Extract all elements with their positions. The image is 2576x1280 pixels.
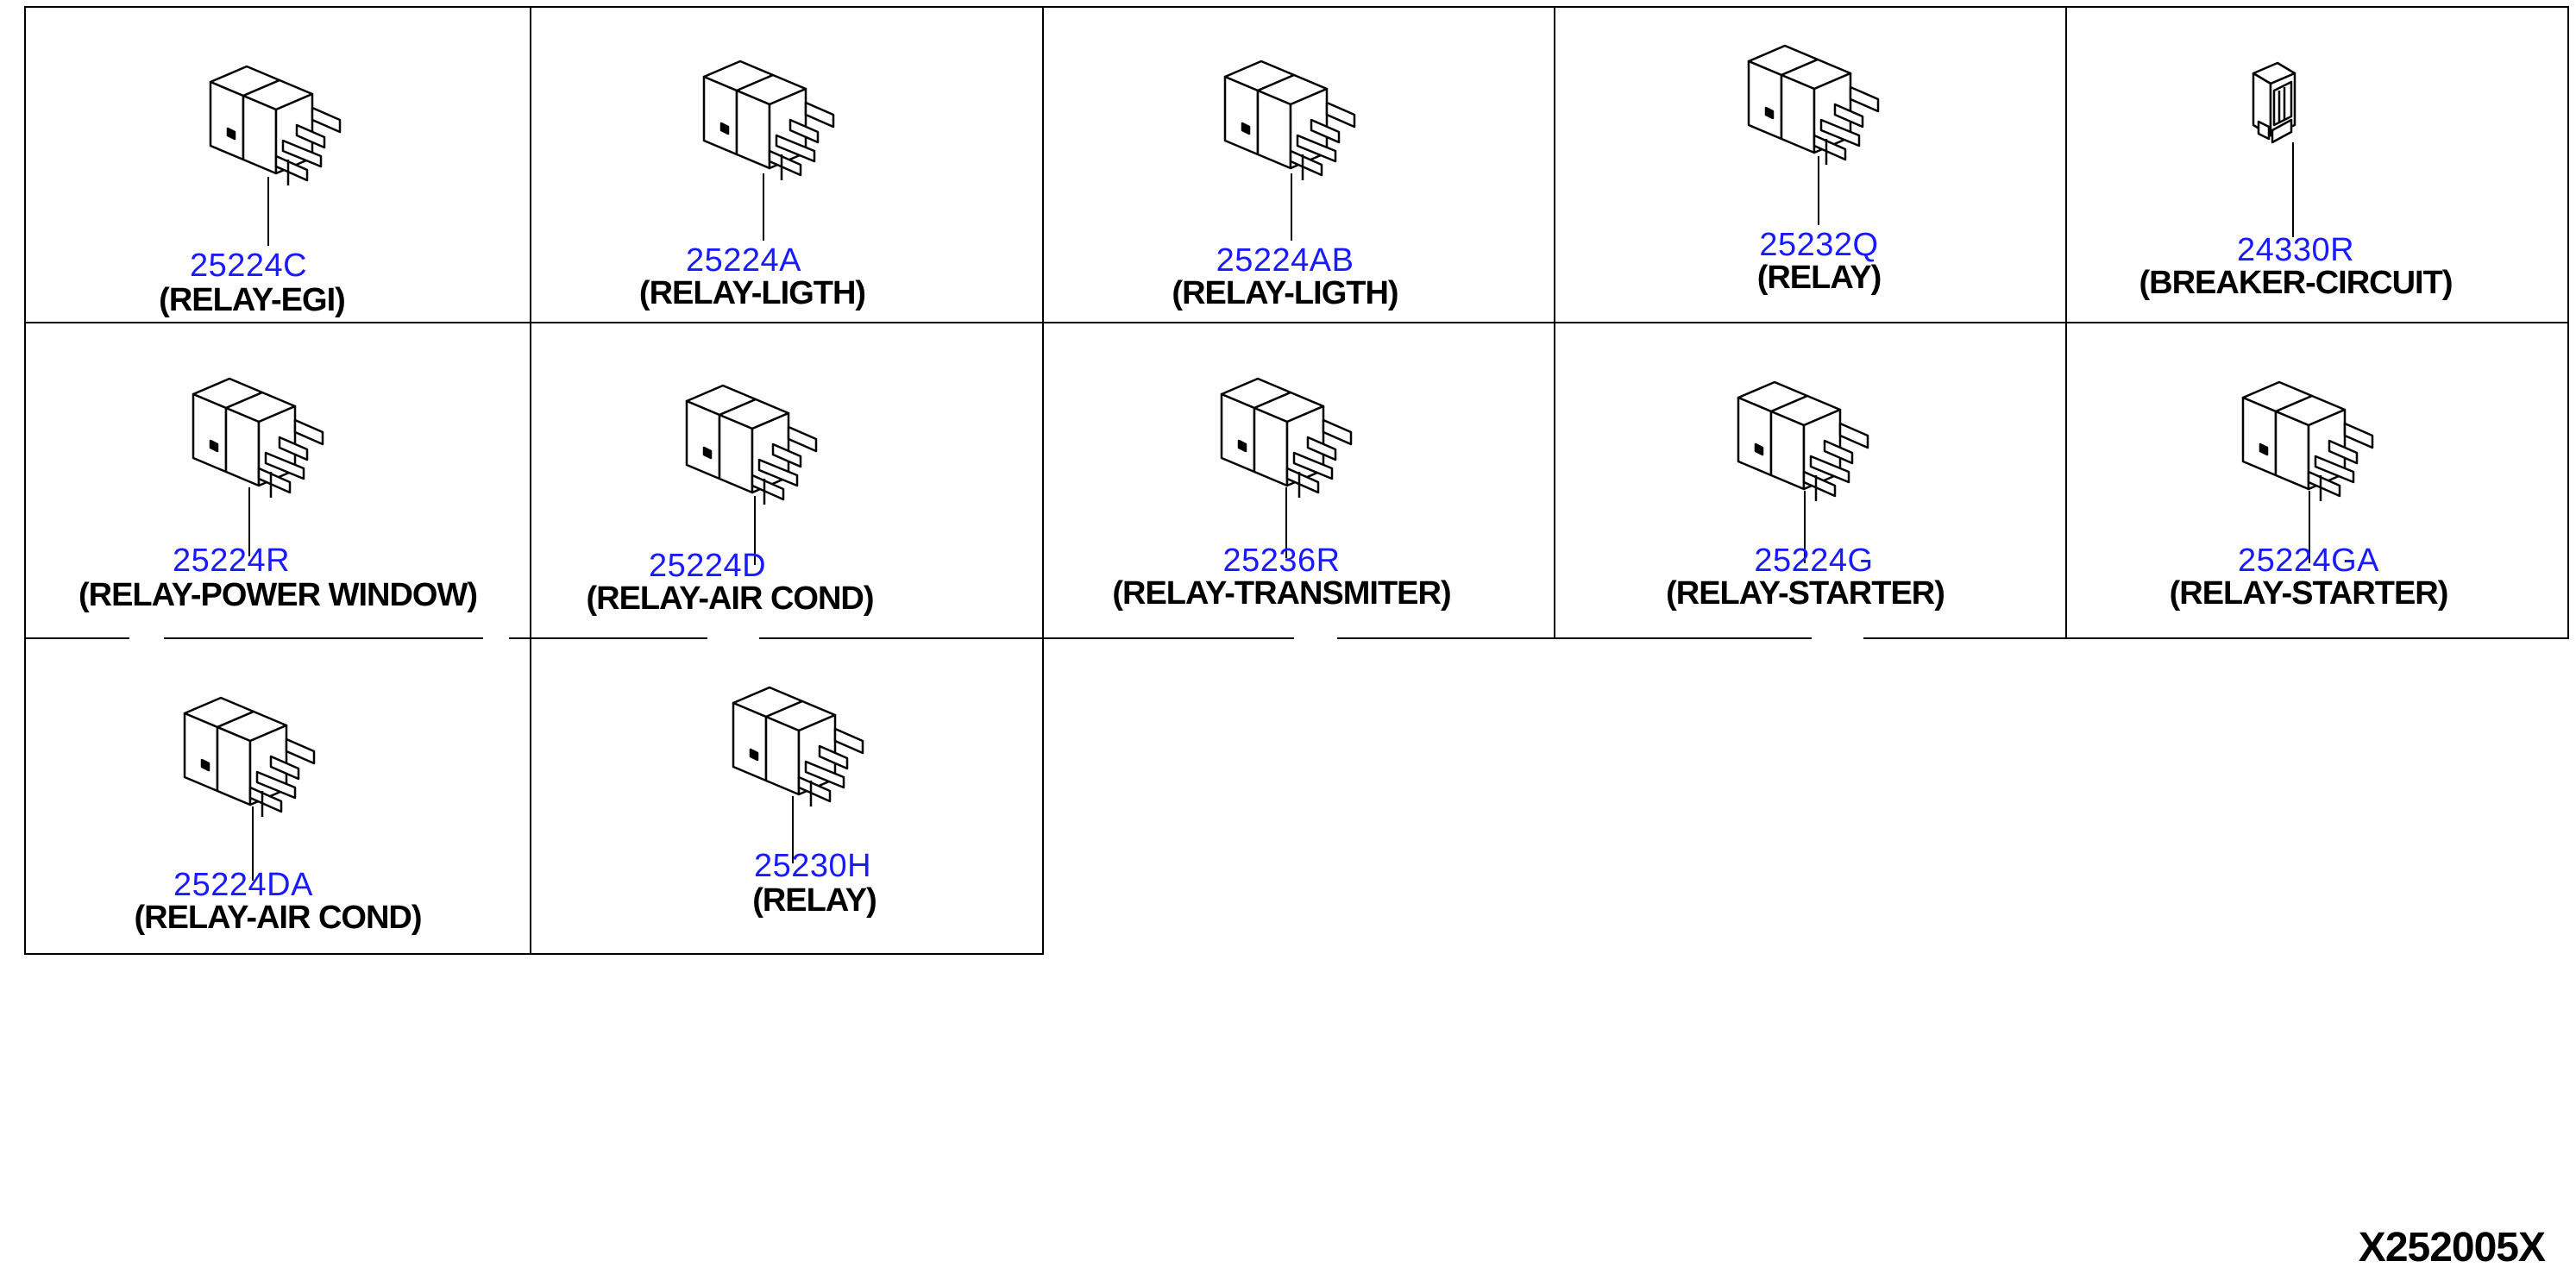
circuit-breaker-icon — [2252, 61, 2296, 144]
leader-line — [792, 796, 794, 863]
part-cell-25224A: 25224A (RELAY-LIGTH) — [531, 8, 1042, 323]
relay-icon — [183, 696, 316, 819]
part-cell-25230H: 25230H (RELAY) — [531, 639, 1042, 955]
relay-icon — [685, 384, 818, 506]
grid-line-right — [2567, 6, 2569, 639]
scan-gap — [129, 634, 164, 681]
part-name: (RELAY-AIR COND) — [586, 580, 874, 617]
grid-line-col3 — [1554, 6, 1555, 639]
part-name: (RELAY) — [752, 882, 877, 919]
relay-icon — [2241, 380, 2374, 503]
part-number[interactable]: 25224GA — [2237, 543, 2380, 579]
part-cell-25236R: 25236R (RELAY-TRANSMITER) — [1044, 323, 1554, 639]
grid-line-col4 — [2065, 6, 2067, 639]
grid-line-row3-bottom — [24, 953, 1044, 955]
part-cell-24330R: 24330R (BREAKER-CIRCUIT) — [2067, 8, 2567, 323]
part-number[interactable]: 25230H — [753, 848, 872, 884]
leader-line — [2309, 491, 2310, 563]
part-name: (RELAY-LIGTH) — [1172, 275, 1398, 311]
part-cell-25224C: 25224C (RELAY-EGI) — [26, 8, 530, 323]
part-number[interactable]: 25224A — [685, 242, 801, 279]
part-number[interactable]: 25236R — [1222, 543, 1341, 579]
leader-line — [754, 496, 756, 565]
part-number[interactable]: 25232Q — [1759, 227, 1879, 263]
scan-gap — [1294, 634, 1337, 644]
part-number[interactable]: 25224AB — [1216, 242, 1354, 279]
part-cell-25224G: 25224G (RELAY-STARTER) — [1555, 323, 2065, 639]
part-cell-25232Q: 25232Q (RELAY) — [1555, 8, 2065, 323]
leader-line — [1804, 491, 1806, 563]
grid-line-top — [24, 6, 2569, 8]
relay-icon — [209, 65, 342, 187]
part-number[interactable]: 25224D — [648, 548, 767, 584]
relay-icon — [732, 686, 864, 808]
part-name: (RELAY-POWER WINDOW) — [78, 577, 478, 613]
part-name: (RELAY-STARTER) — [2169, 575, 2449, 612]
leader-line — [252, 806, 254, 881]
part-cell-25224AB: 25224AB (RELAY-LIGTH) — [1044, 8, 1554, 323]
relay-icon — [1737, 380, 1869, 503]
part-name: (RELAY-LIGTH) — [638, 275, 866, 311]
part-number[interactable]: 24330R — [2236, 232, 2355, 268]
leader-line — [1291, 173, 1292, 241]
leader-line — [267, 177, 269, 246]
leader-line — [1285, 487, 1287, 558]
leader-line — [248, 487, 250, 556]
part-cell-25224DA: 25224DA (RELAY-AIR COND) — [26, 639, 530, 955]
part-cell-25224R: 25224R (RELAY-POWER WINDOW) — [26, 323, 530, 639]
part-name: (RELAY-STARTER) — [1666, 575, 1945, 612]
part-cell-25224GA: 25224GA (RELAY-STARTER) — [2067, 323, 2567, 639]
part-name: (RELAY-EGI) — [159, 282, 346, 318]
part-number[interactable]: 25224C — [189, 248, 308, 284]
relay-icon — [192, 377, 324, 499]
part-number[interactable]: 25224R — [172, 543, 291, 579]
scan-gap — [1812, 634, 1863, 644]
grid-line-col2 — [1042, 6, 1044, 955]
part-name: (BREAKER-CIRCUIT) — [2139, 265, 2453, 301]
part-name: (RELAY-TRANSMITER) — [1112, 575, 1451, 612]
relay-icon — [1223, 60, 1356, 182]
part-number[interactable]: 25224DA — [173, 867, 313, 903]
leader-line — [1818, 156, 1819, 225]
part-name: (RELAY-AIR COND) — [134, 900, 422, 936]
grid-line-col1 — [530, 6, 531, 955]
relay-icon — [702, 60, 835, 182]
part-cell-25224D: 25224D (RELAY-AIR COND) — [531, 323, 1042, 639]
grid-line-left — [24, 6, 26, 955]
diagram-code: X252005X — [2358, 1225, 2546, 1271]
scan-gap — [483, 634, 509, 681]
leader-line — [2292, 142, 2294, 237]
grid-line-row1-bottom — [24, 322, 2569, 323]
relay-icon — [1747, 44, 1880, 166]
part-number[interactable]: 25224G — [1754, 543, 1874, 579]
leader-line — [763, 173, 764, 241]
scan-gap — [707, 634, 759, 681]
part-name: (RELAY) — [1756, 260, 1882, 296]
